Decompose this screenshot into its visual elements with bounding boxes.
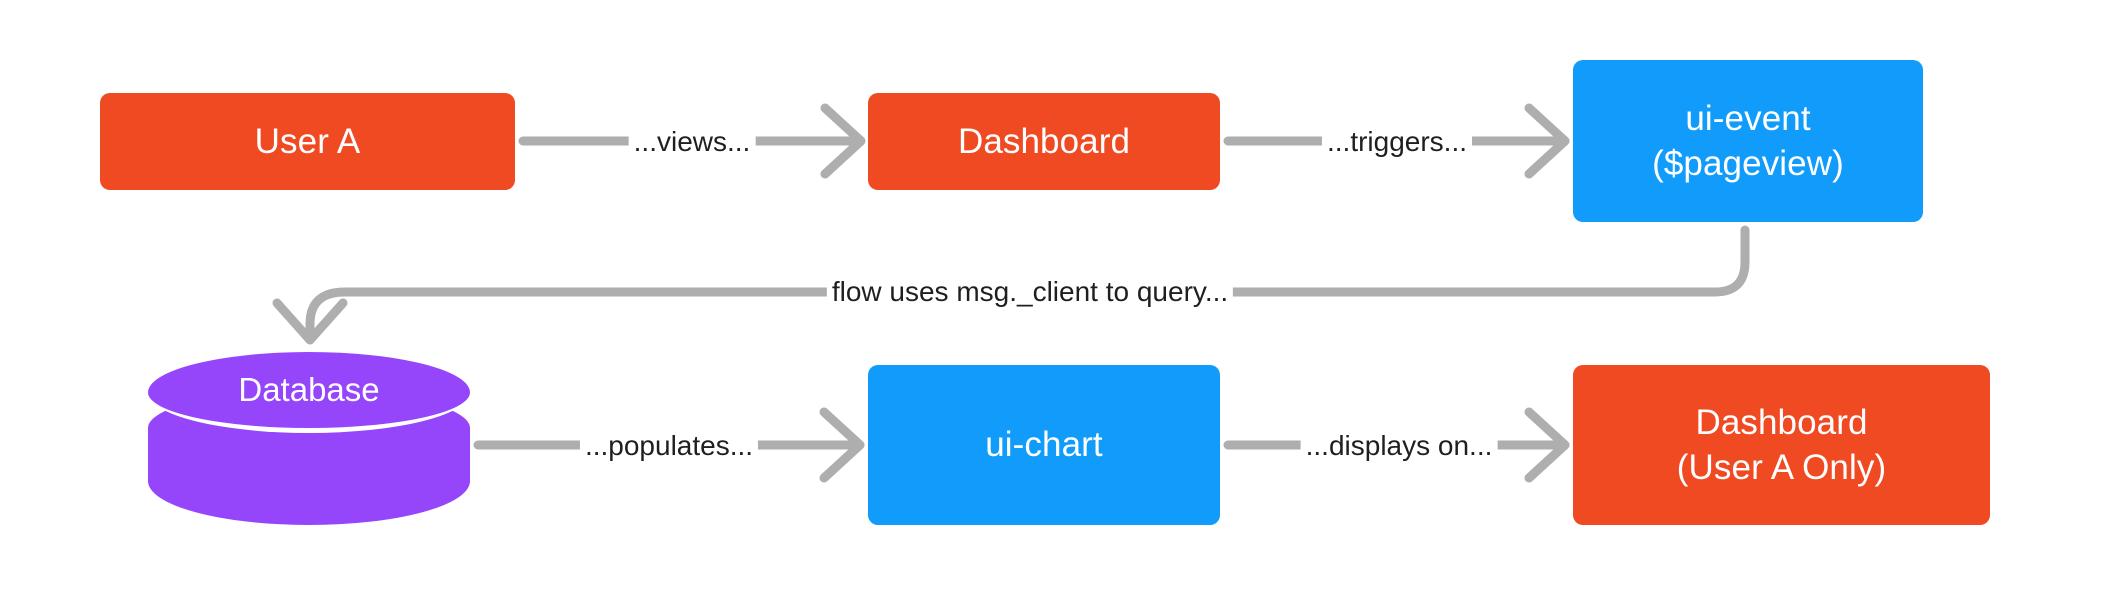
node-dashboard-top[interactable]: Dashboard [868,93,1220,190]
node-dashboard-user-a-sublabel: (User A Only) [1676,448,1887,487]
node-ui-chart-label: ui-chart [985,425,1103,465]
node-dashboard-user-a[interactable]: Dashboard (User A Only) [1573,365,1990,525]
node-ui-event[interactable]: ui-event ($pageview) [1573,60,1923,222]
cylinder-top-ellipse [148,352,470,433]
edge-label-displays: ...displays on... [1300,432,1498,460]
node-dashboard-user-a-label: Dashboard [1695,402,1868,442]
edge-arrowhead-displays [1524,407,1570,483]
edge-label-populates: ...populates... [579,432,759,460]
edge-arrowhead-query [272,298,348,345]
edge-arrowhead-triggers [1524,103,1570,179]
edge-arrowhead-populates [819,407,865,483]
node-database-label: Database [238,371,380,408]
edge-arrowhead-views [820,103,866,179]
node-ui-chart[interactable]: ui-chart [868,365,1220,525]
edge-label-views: ...views... [628,128,756,156]
node-dashboard-top-label: Dashboard [957,121,1131,161]
edge-label-query: flow uses msg._client to query... [826,278,1234,306]
node-ui-event-sublabel: ($pageview) [1652,144,1844,183]
node-user-a[interactable]: User A [100,93,515,190]
edge-label-triggers: ...triggers... [1321,128,1473,156]
node-database[interactable]: Database [148,352,470,525]
node-ui-event-label: ui-event [1685,98,1811,138]
node-user-a-label: User A [254,121,361,161]
